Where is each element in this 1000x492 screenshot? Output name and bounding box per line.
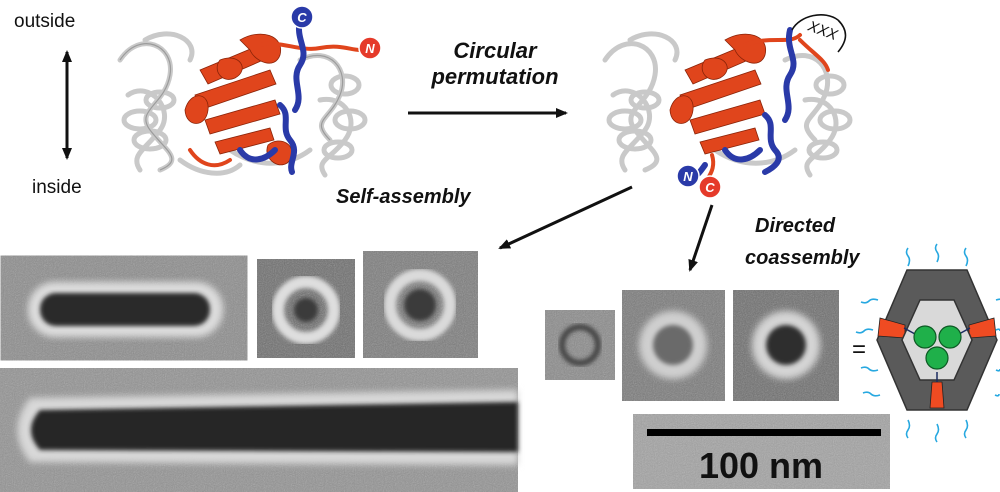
micrograph-coassembly-3	[733, 290, 839, 401]
label-permutation: permutation	[430, 64, 558, 89]
svg-text:N: N	[683, 169, 693, 184]
micrograph-ring-2	[363, 251, 478, 358]
label-coassembly: coassembly	[745, 247, 860, 269]
label-outside: outside	[14, 11, 75, 32]
scale-bar-label: 100 nm	[699, 445, 823, 486]
micrograph-coassembly-2	[622, 290, 725, 401]
terminus-n-permuted: N	[676, 164, 700, 188]
capsule-cartoon	[855, 243, 1000, 443]
label-circular: Circular	[453, 38, 538, 63]
terminus-c-native: C	[290, 5, 314, 29]
equals-sign: =	[852, 336, 866, 363]
micrograph-ring-1	[257, 259, 355, 358]
linker-label: XXX	[805, 17, 841, 44]
cargo-icons	[913, 325, 962, 370]
svg-text:N: N	[365, 41, 375, 56]
scale-bar-panel: 100 nm	[633, 414, 890, 489]
terminus-c-permuted: C	[698, 175, 722, 199]
directed-coassembly-step: Directed coassembly	[688, 204, 860, 272]
protein-structure-permuted: XXX N C	[602, 14, 853, 199]
self-assembly-step: Self-assembly	[336, 185, 633, 250]
svg-text:C: C	[297, 10, 307, 25]
micrograph-long-tube	[0, 368, 518, 492]
arrow-down-left-icon	[498, 185, 633, 250]
micrograph-coassembly-1	[545, 310, 615, 380]
shell-lumen	[901, 299, 973, 381]
pore-bottom	[929, 381, 945, 409]
orientation-indicator: outside inside	[14, 11, 82, 198]
label-self-assembly: Self-assembly	[336, 186, 471, 208]
label-inside: inside	[32, 177, 82, 198]
terminus-n-native: N	[358, 36, 382, 60]
arrow-down-icon	[688, 204, 714, 272]
label-directed: Directed	[755, 215, 836, 237]
protein-structure-native: C N	[117, 5, 382, 178]
svg-text:C: C	[705, 180, 715, 195]
scale-bar	[647, 429, 881, 436]
tether-icons	[855, 243, 1000, 443]
circular-permutation-step: Circular permutation	[408, 38, 568, 118]
micrograph-short-tube	[0, 254, 249, 362]
